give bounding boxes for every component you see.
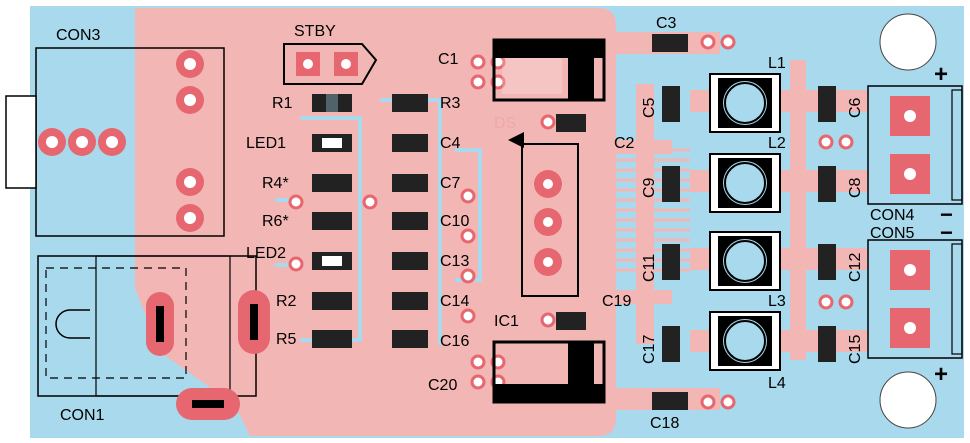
con3-label: CON3 [56,27,101,44]
c4-label: C4 [440,135,461,152]
c12-label: C12 [847,253,864,282]
c14-label: C14 [440,293,469,310]
ds-label: DS [494,115,516,132]
ic1-label: IC1 [494,313,519,330]
smd-right-column [392,94,428,348]
r3-label: R3 [440,95,461,112]
ic-fine-traces [480,148,690,272]
c1-label: C1 [438,51,459,68]
c18-label: C18 [650,415,679,432]
l1-label: L1 [768,55,786,72]
con1-pad-bottom-slot [192,400,224,408]
regulator-bottom [492,340,606,404]
smd-left-column [312,94,352,348]
ic1-pin1-marker [508,132,524,148]
stby-label: STBY [294,23,336,40]
r6-label: R6* [262,213,289,230]
inductors [709,73,781,371]
vertical-caps-right [818,86,836,362]
ic1-outline [521,143,579,297]
con1-inner [95,255,231,397]
con4-terminal [867,85,963,205]
r1-label: R1 [272,95,293,112]
con1-pad-side-slot [250,304,258,340]
con3-pads [38,50,204,232]
l2-label: L2 [768,135,786,152]
con1-pad-center-slot [156,306,164,342]
con4-label: CON4 [870,207,915,224]
minus-con4-label: − [940,202,953,227]
l3-label: L3 [768,293,786,310]
led1-label: LED1 [246,135,286,152]
c3-part [652,34,688,52]
con1-pin-outline [55,309,90,339]
mounting-hole-top [879,13,937,71]
c10-label: C10 [440,213,469,230]
ground-copper-pour-left [140,16,225,245]
c11-label: C11 [641,254,658,282]
c19-label: C19 [602,293,631,310]
c7-label: C7 [440,175,461,192]
plus-top-label: + [934,61,948,88]
vertical-caps-left [662,86,680,362]
c5-label: C5 [641,97,658,118]
con1-label: CON1 [60,407,105,424]
led2-label: LED2 [246,245,286,262]
c18-part [652,392,688,410]
plus-bottom-label: + [934,361,948,388]
con5-terminal [867,239,963,359]
r5-label: R5 [276,331,297,348]
c17-label: C17 [641,335,658,364]
ic1-pads [534,170,562,276]
r4-label: R4* [262,175,289,192]
c20-label: C20 [428,377,457,394]
c-small-top [556,114,586,132]
con1-dashed [45,267,187,379]
c8-label: C8 [847,177,864,198]
con5-label: CON5 [870,225,915,242]
con3-tab [5,95,37,189]
regulator-top [492,38,606,102]
c2-label: C2 [614,135,635,152]
r2-label: R2 [276,293,297,310]
c13-label: C13 [440,253,469,270]
l4-label: L4 [768,375,786,392]
c9-label: C9 [641,177,658,198]
stby-outline [283,43,378,85]
c3-label: C3 [656,15,677,32]
c16-label: C16 [440,333,469,350]
c15-label: C15 [847,335,864,364]
minus-con5-label: − [940,220,953,245]
mounting-hole-bottom [879,371,937,429]
c-small-bottom [556,312,586,330]
c6-label: C6 [847,97,864,118]
